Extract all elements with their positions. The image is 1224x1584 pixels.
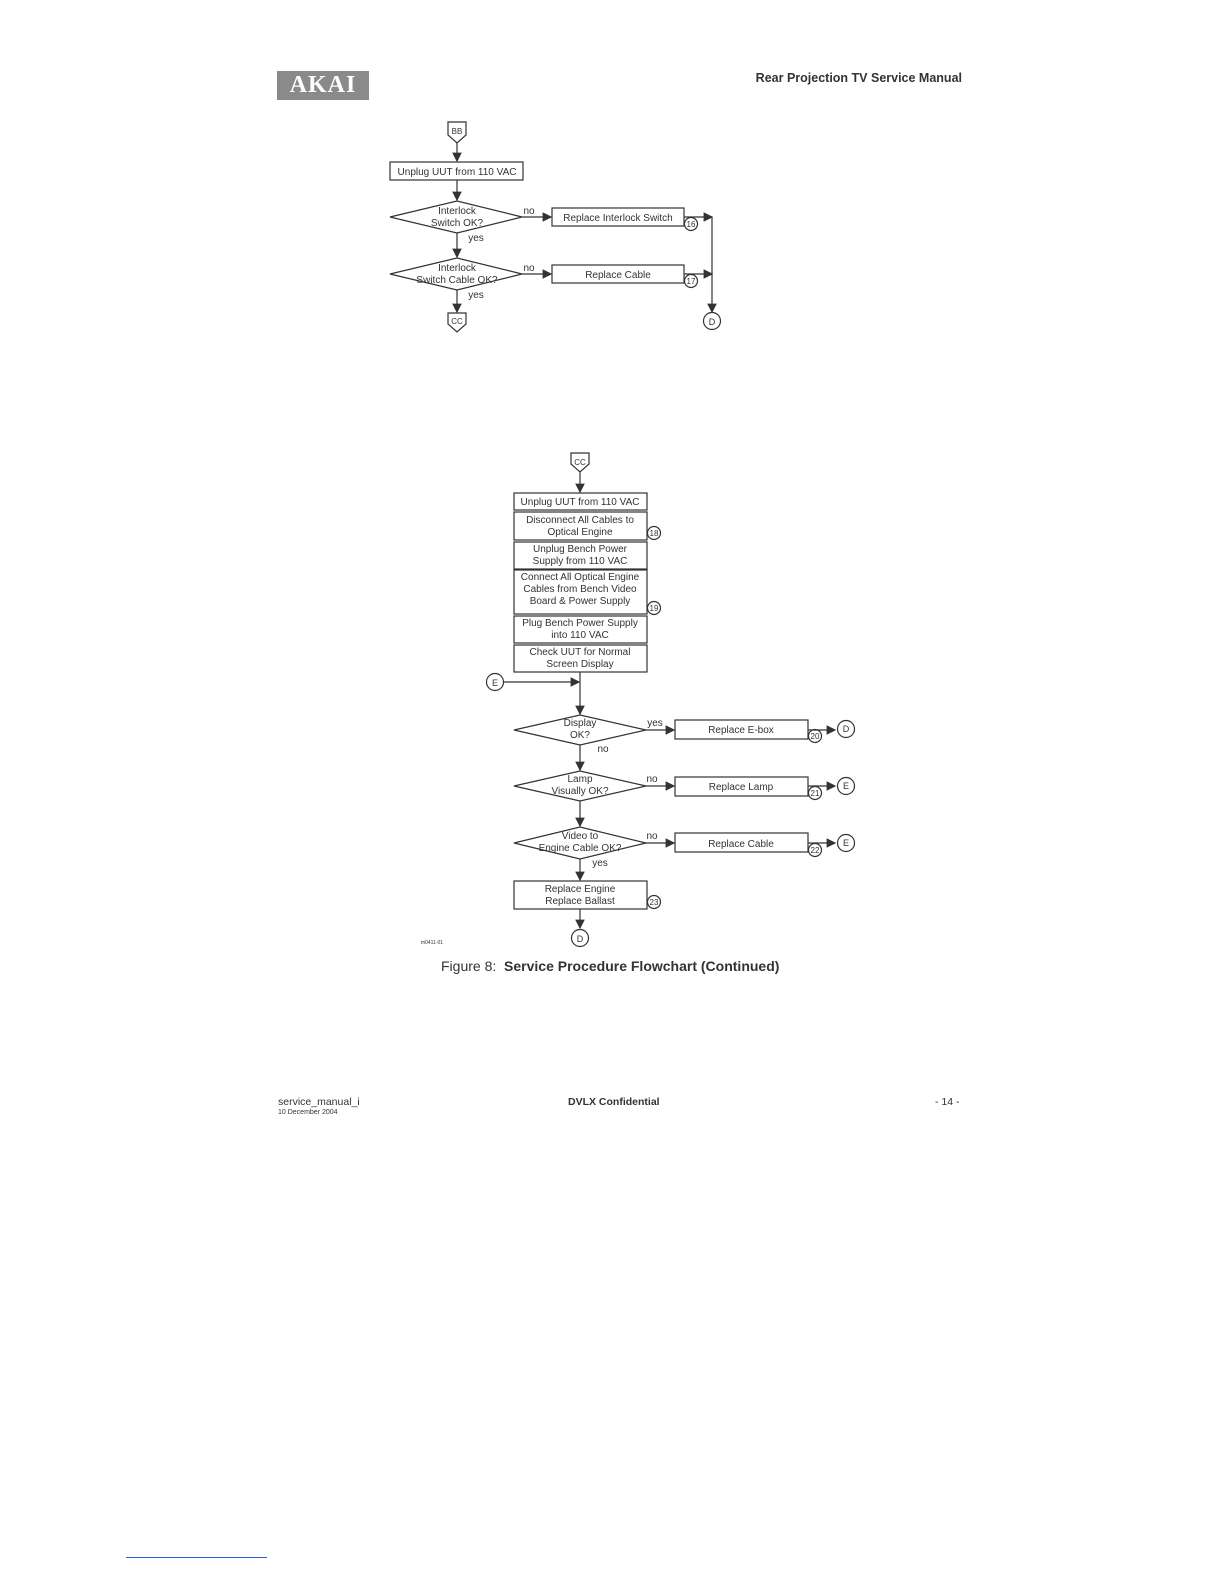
ref-22: 22 (811, 846, 820, 855)
label-yes: yes (592, 858, 608, 869)
connector-e-1 (836, 776, 856, 796)
label-video-line2: Engine Cable OK? (539, 843, 622, 854)
connector-d-end (570, 928, 590, 948)
label-e-2: E (843, 838, 849, 848)
label-bb: BB (452, 127, 463, 136)
label-lamp-line1: Lamp (567, 774, 592, 785)
label-e-in: E (492, 678, 498, 688)
connector-cc-in (570, 452, 590, 473)
label-s6-line2: Screen Display (546, 659, 613, 670)
label-d1-line1: Interlock (438, 206, 477, 217)
step-unplug-uut (513, 492, 648, 511)
figure-caption: Figure 8: Service Procedure Flowchart (C… (441, 958, 779, 974)
step-disconnect-cables (513, 511, 648, 541)
step-connect-cables (513, 569, 648, 615)
label-no: no (523, 206, 535, 217)
footer-left: service_manual_i 10 December 2004 (278, 1096, 360, 1116)
footer-date: 10 December 2004 (278, 1109, 338, 1116)
stray-line (126, 1557, 267, 1558)
label-video-line1: Video to (562, 831, 599, 842)
label-display-line1: Display (564, 718, 597, 729)
connector-e-2 (836, 833, 856, 853)
label-no: no (523, 263, 535, 274)
akai-logo: AKAI (277, 71, 369, 100)
label-d-1: D (709, 317, 716, 327)
label-d2-line1: Interlock (438, 263, 477, 274)
label-unplug-1: Unplug UUT from 110 VAC (398, 167, 517, 178)
label-replace-cable-2: Replace Cable (708, 839, 774, 850)
label-replace-interlock: Replace Interlock Switch (563, 213, 673, 224)
label-no: no (646, 774, 658, 785)
ref-18: 18 (650, 529, 659, 538)
label-s2-line1: Disconnect All Cables to (526, 515, 634, 526)
ref-20: 20 (811, 732, 820, 741)
header-title: Rear Projection TV Service Manual (755, 71, 962, 85)
label-yes: yes (468, 233, 484, 244)
ref-19: 19 (650, 604, 659, 613)
label-cc-out: CC (451, 317, 463, 326)
label-d-2: D (843, 724, 850, 734)
step-unplug-bench (513, 541, 648, 570)
figure-id: m0411-01 (421, 940, 443, 946)
label-s2-line2: Optical Engine (547, 527, 612, 538)
label-lamp-line2: Visually OK? (551, 786, 609, 797)
label-d2-line2: Switch Cable OK? (416, 275, 498, 286)
label-s3-line2: Supply from 110 VAC (533, 556, 628, 567)
label-s4-line1: Connect All Optical Engine (521, 572, 640, 583)
caption-label: Figure 8: (441, 958, 497, 974)
label-s1: Unplug UUT from 110 VAC (521, 497, 640, 508)
ref-17: 17 (687, 277, 696, 286)
label-replace-lamp: Replace Lamp (709, 782, 774, 793)
step-plug-bench (513, 615, 648, 644)
label-no: no (597, 744, 609, 755)
label-d1-line2: Switch OK? (431, 218, 484, 229)
ref-16: 16 (687, 220, 696, 229)
footer-doc-name: service_manual_i (278, 1096, 360, 1108)
label-r4-line2: Replace Ballast (545, 896, 615, 907)
page-number: - 14 - (935, 1096, 960, 1108)
label-s4-line3: Board & Power Supply (530, 596, 631, 607)
service-flowchart: BB Unplug UUT from 110 VAC Interlock Swi… (389, 121, 856, 948)
ref-23: 23 (650, 898, 659, 907)
connector-d-1 (702, 311, 722, 331)
label-s4-line2: Cables from Bench Video (523, 584, 637, 595)
label-s5-line1: Plug Bench Power Supply (522, 618, 638, 629)
label-display-line2: OK? (570, 730, 590, 741)
label-r4-line1: Replace Engine (545, 884, 616, 895)
label-s3-line1: Unplug Bench Power (533, 544, 628, 555)
label-s6-line1: Check UUT for Normal (530, 647, 631, 658)
label-replace-ebox: Replace E-box (708, 725, 774, 736)
label-yes: yes (468, 290, 484, 301)
label-yes: yes (647, 718, 663, 729)
caption-title: Service Procedure Flowchart (Continued) (504, 958, 780, 974)
connector-cc-out (447, 312, 467, 333)
label-d-end: D (577, 934, 584, 944)
label-no: no (646, 831, 658, 842)
label-e-1: E (843, 781, 849, 791)
footer-confidential: DVLX Confidential (568, 1096, 660, 1108)
connector-bb (447, 121, 467, 144)
ref-21: 21 (811, 789, 820, 798)
connector-d-2 (836, 719, 856, 739)
label-s5-line2: into 110 VAC (551, 630, 608, 641)
label-replace-cable-1: Replace Cable (585, 270, 651, 281)
label-cc-in: CC (574, 458, 586, 467)
